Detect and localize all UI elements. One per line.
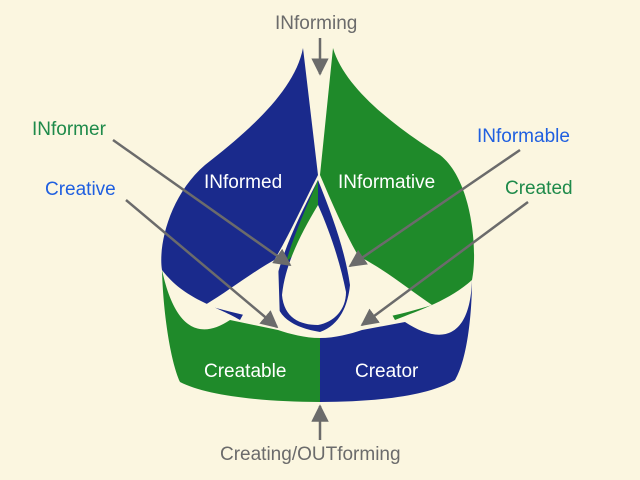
label-informative: INformative — [338, 172, 436, 193]
ring-hole-right — [360, 258, 432, 322]
arrow-informable — [348, 148, 521, 268]
label-informed: INformed — [204, 172, 283, 193]
band-inner-hole — [282, 205, 346, 325]
arrow-informer — [112, 138, 292, 267]
arrow-created — [360, 200, 529, 327]
label-creator: Creator — [355, 361, 419, 382]
label-creatable: Creatable — [204, 361, 287, 382]
label-informing: INforming — [275, 13, 358, 34]
label-created: Created — [505, 178, 573, 199]
band-creator-right — [320, 280, 472, 402]
arrow-creative — [125, 199, 279, 329]
label-creative: Creative — [45, 179, 116, 200]
label-informable: INformable — [477, 126, 570, 147]
label-informer: INformer — [32, 119, 106, 140]
band-inner-twist-green — [286, 180, 318, 262]
label-creating-outforming: Creating/OUTforming — [220, 444, 401, 465]
band-creatable-left — [162, 270, 320, 402]
ring-hole-left — [205, 258, 280, 322]
